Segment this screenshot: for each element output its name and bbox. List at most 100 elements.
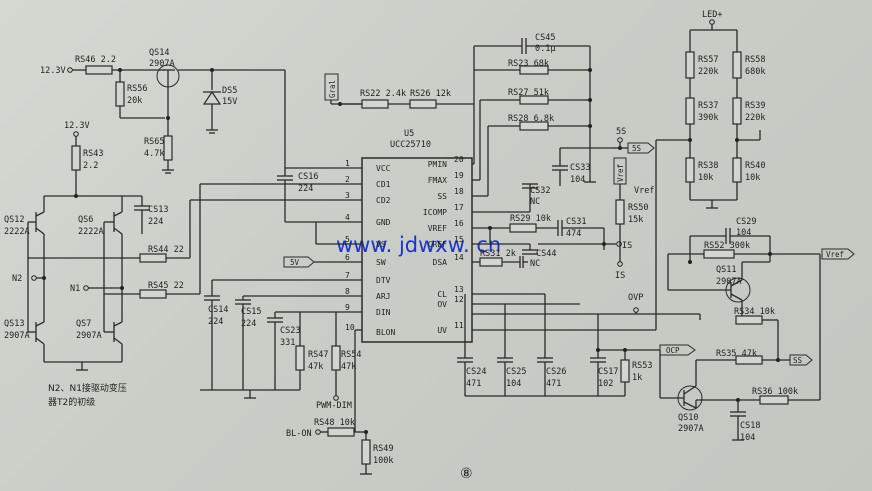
- net-ss: SS: [793, 356, 803, 365]
- pin-name-right: FMAX: [428, 176, 447, 185]
- pin-num-left: 5: [345, 235, 350, 244]
- pin-name-left: VS: [376, 240, 386, 249]
- pin-name-left: CD1: [376, 180, 391, 189]
- pin-name-left: VCC: [376, 164, 391, 173]
- label-cs24v: 471: [466, 379, 481, 389]
- pin-num-left: 7: [345, 271, 350, 280]
- label-cs13: CS13: [148, 205, 168, 215]
- resistor-rs43: [71, 145, 81, 171]
- label-cs29v: 104: [736, 228, 751, 238]
- label-cs16v: 224: [298, 184, 313, 194]
- net-n1: N1: [70, 284, 80, 294]
- pin-name-right: UV: [437, 326, 447, 335]
- pin-num-right: 14: [454, 253, 464, 262]
- net-5s-tag: 5S: [632, 144, 642, 153]
- resistor-rs56: [115, 81, 125, 107]
- label-cs24: CS24: [466, 367, 486, 377]
- label-rs34: RS34 10k: [734, 307, 775, 317]
- pin-name-right: DSA: [433, 258, 448, 267]
- label-rs65: RS65: [144, 137, 164, 147]
- label-cs15: CS15: [241, 307, 261, 317]
- pin-name-left: BLON: [376, 328, 395, 337]
- net-vref-tag: Vref: [616, 164, 625, 182]
- pin-num-left: 1: [345, 159, 350, 168]
- label-rs47: RS47: [308, 350, 328, 360]
- label-cs13v: 224: [148, 217, 163, 227]
- label-rs45: RS45 22: [148, 281, 184, 291]
- net-is-2: IS: [615, 271, 625, 281]
- resistor-rs48: [327, 427, 355, 437]
- resistor-rs26: [409, 99, 437, 109]
- net-vref-label: Vref: [634, 186, 654, 196]
- transistor-qs14: [156, 64, 180, 88]
- label-rs47v: 47k: [308, 362, 323, 372]
- label-cs25v: 104: [506, 379, 521, 389]
- label-rs43v: 2.2: [83, 161, 98, 171]
- net-12v-mid: 12.3V: [64, 121, 90, 131]
- resistor-rs34: [735, 315, 763, 325]
- resistor-rs53: [620, 359, 630, 383]
- label-rs43: RS43: [83, 149, 103, 159]
- label-cs26v: 471: [546, 379, 561, 389]
- label-cs44: CS44: [536, 249, 556, 259]
- label-rs29: RS29 10k: [510, 214, 551, 224]
- label-rs27: RS27 51k: [508, 88, 549, 98]
- label-cs25: CS25: [506, 367, 526, 377]
- label-cs17: CS17: [598, 367, 618, 377]
- ic-part: UCC25710: [390, 140, 431, 150]
- pin-name-right: OV: [437, 300, 447, 309]
- pin-num-left: 3: [345, 191, 350, 200]
- label-rs22: RS22 2.4k: [360, 89, 406, 99]
- label-rs48: RS48 10k: [314, 418, 355, 428]
- label-rs50: RS50: [628, 203, 648, 213]
- pin-num-right: 13: [454, 285, 464, 294]
- label-cs33: CS33: [570, 163, 590, 173]
- resistor-rs46: [85, 65, 113, 75]
- label-cs29: CS29: [736, 217, 756, 227]
- net-12v-top: 12.3V: [40, 66, 66, 76]
- pin-num-right: 18: [454, 187, 464, 196]
- pin-name-right: CL: [437, 290, 447, 299]
- label-rs28: RS28 6.8k: [508, 114, 554, 124]
- label-rs40: RS40: [745, 161, 765, 171]
- pin-num-right: 17: [454, 203, 464, 212]
- label-qs13: QS13: [4, 319, 24, 329]
- label-rs53: RS53: [632, 361, 652, 371]
- resistor-rs29: [509, 223, 537, 233]
- label-cs14v: 224: [208, 317, 223, 327]
- resistor-rs40: [732, 157, 742, 183]
- label-rs49: RS49: [373, 444, 393, 454]
- label-qs6v: 2222A: [78, 227, 104, 237]
- label-cs16: CS16: [298, 172, 318, 182]
- resistor-rs44: [139, 253, 167, 263]
- terminal-12v-top: [67, 67, 73, 73]
- label-cs17v: 102: [598, 379, 613, 389]
- pin-name-right: ICOMP: [423, 208, 447, 217]
- label-rs40v: 10k: [745, 173, 760, 183]
- label-cs18v: 104: [740, 433, 755, 443]
- page-number: ⑧: [460, 466, 473, 482]
- note-transformer-1: N2、N1接驱动变压: [48, 382, 127, 394]
- label-rs58: RS58: [745, 55, 765, 65]
- label-qs14v: 2907A: [149, 59, 175, 69]
- label-rs53v: 1k: [632, 373, 642, 383]
- pin-name-right: PMIN: [428, 160, 447, 169]
- resistor-rs37: [685, 97, 695, 125]
- resistor-rs39: [732, 97, 742, 125]
- label-cs26: CS26: [546, 367, 566, 377]
- label-rs44: RS44 22: [148, 245, 184, 255]
- net-ocp: OCP: [666, 346, 680, 355]
- label-cs23v: 331: [280, 338, 295, 348]
- net-vref-right: Vref: [826, 250, 844, 259]
- label-qs12v: 2222A: [4, 227, 30, 237]
- label-qs7: QS7: [76, 319, 91, 329]
- label-rs38: RS38: [698, 161, 718, 171]
- label-qs11: QS11: [716, 265, 736, 275]
- transistor-qs13: [35, 278, 45, 362]
- pin-num-left: 6: [345, 253, 350, 262]
- label-ds5: DS5: [222, 86, 237, 96]
- label-cs32v: NC: [530, 197, 540, 207]
